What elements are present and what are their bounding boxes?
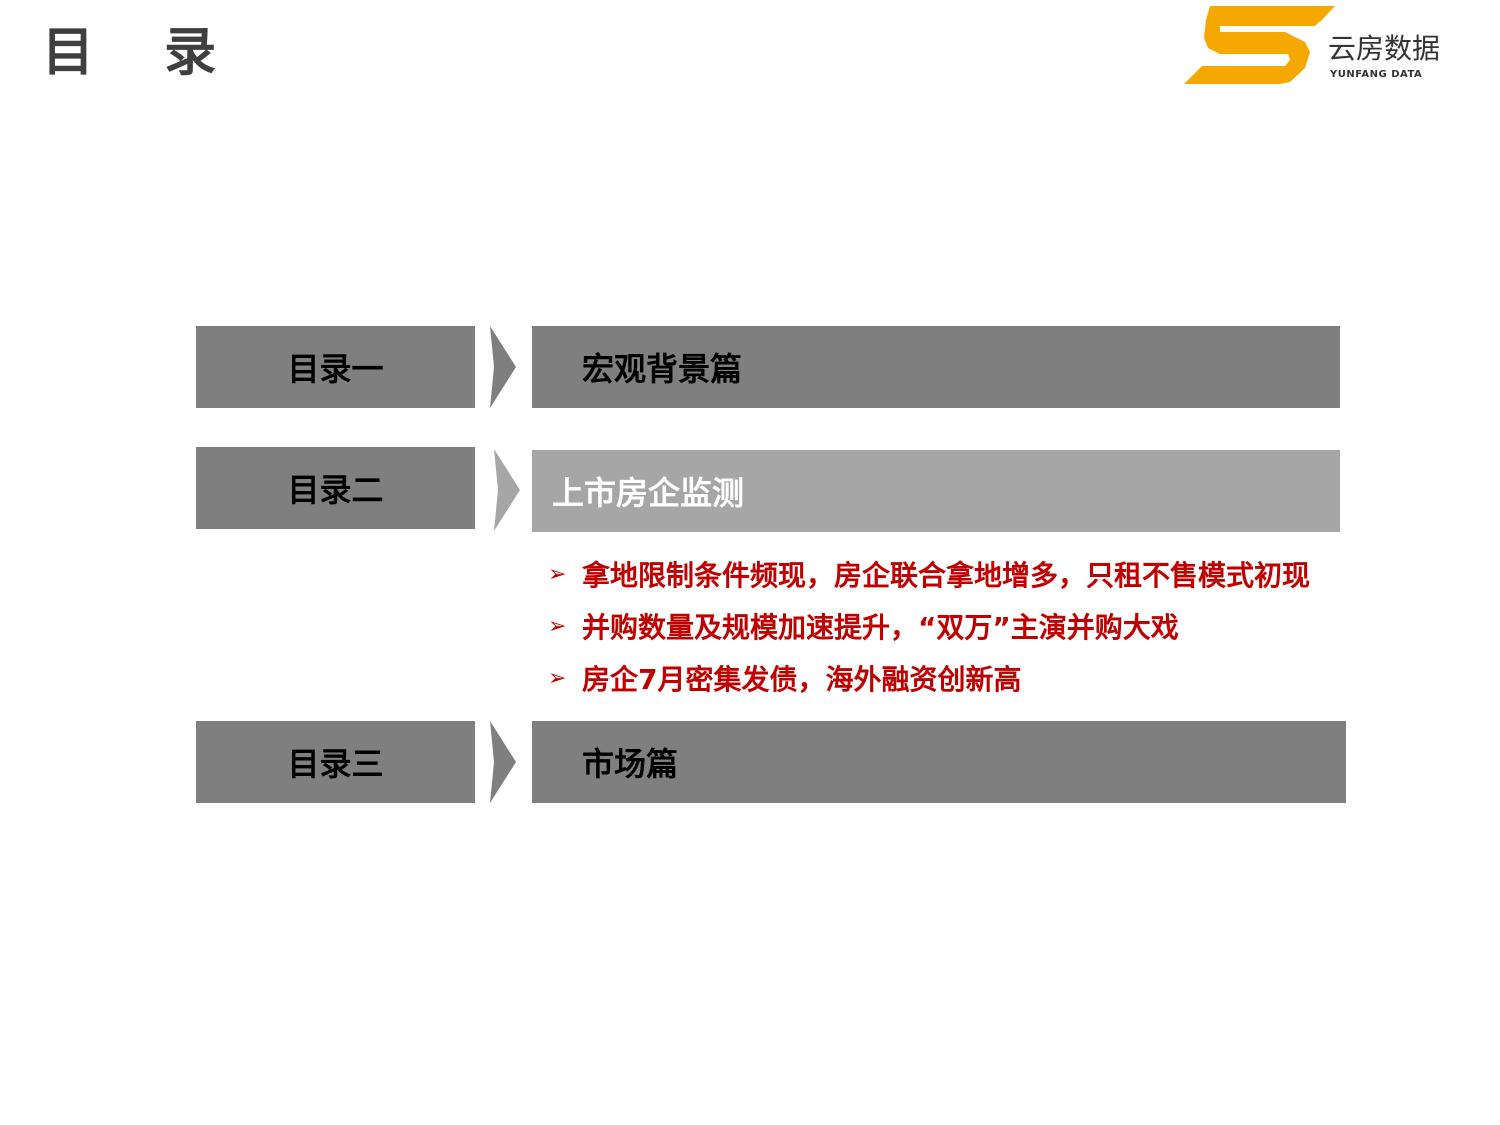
arrow-bullet-icon: ➢ (548, 561, 567, 587)
chevron-right-icon (494, 449, 520, 531)
subitem-text: 拿地限制条件频现，房企联合拿地增多，只租不售模式初现 (582, 559, 1311, 592)
arrow-bullet-icon: ➢ (548, 613, 567, 639)
arrow-bullet-icon: ➢ (548, 665, 567, 691)
subitem-text: 房企7月密集发债，海外融资创新高 (582, 663, 1022, 696)
page-title: 目 录 (42, 23, 243, 83)
list-item[interactable]: ➢ 并购数量及规模加速提升，“双万”主演并购大戏 (548, 600, 1388, 652)
toc-2-subitems: ➢ 拿地限制条件频现，房企联合拿地增多，只租不售模式初现 ➢ 并购数量及规模加速… (548, 548, 1388, 704)
logo-name-en: YUNFANG DATA (1330, 69, 1423, 80)
toc-title-1[interactable]: 宏观背景篇 (532, 326, 1340, 408)
chevron-right-icon (490, 326, 516, 408)
subitem-text: 并购数量及规模加速提升，“双万”主演并购大戏 (582, 611, 1179, 644)
toc-label-3[interactable]: 目录三 (196, 721, 475, 803)
logo-name-cn: 云房数据 (1328, 32, 1441, 65)
toc-label-1[interactable]: 目录一 (196, 326, 475, 408)
logo: 云房数据 YUNFANG DATA (1180, 2, 1460, 88)
toc-title-2[interactable]: 上市房企监测 (532, 450, 1340, 532)
yunfang-logo-icon (1184, 6, 1335, 84)
chevron-right-icon (490, 721, 516, 803)
toc-title-3[interactable]: 市场篇 (532, 721, 1346, 803)
toc-label-2[interactable]: 目录二 (196, 447, 475, 529)
list-item[interactable]: ➢ 房企7月密集发债，海外融资创新高 (548, 652, 1388, 704)
list-item[interactable]: ➢ 拿地限制条件频现，房企联合拿地增多，只租不售模式初现 (548, 548, 1388, 600)
